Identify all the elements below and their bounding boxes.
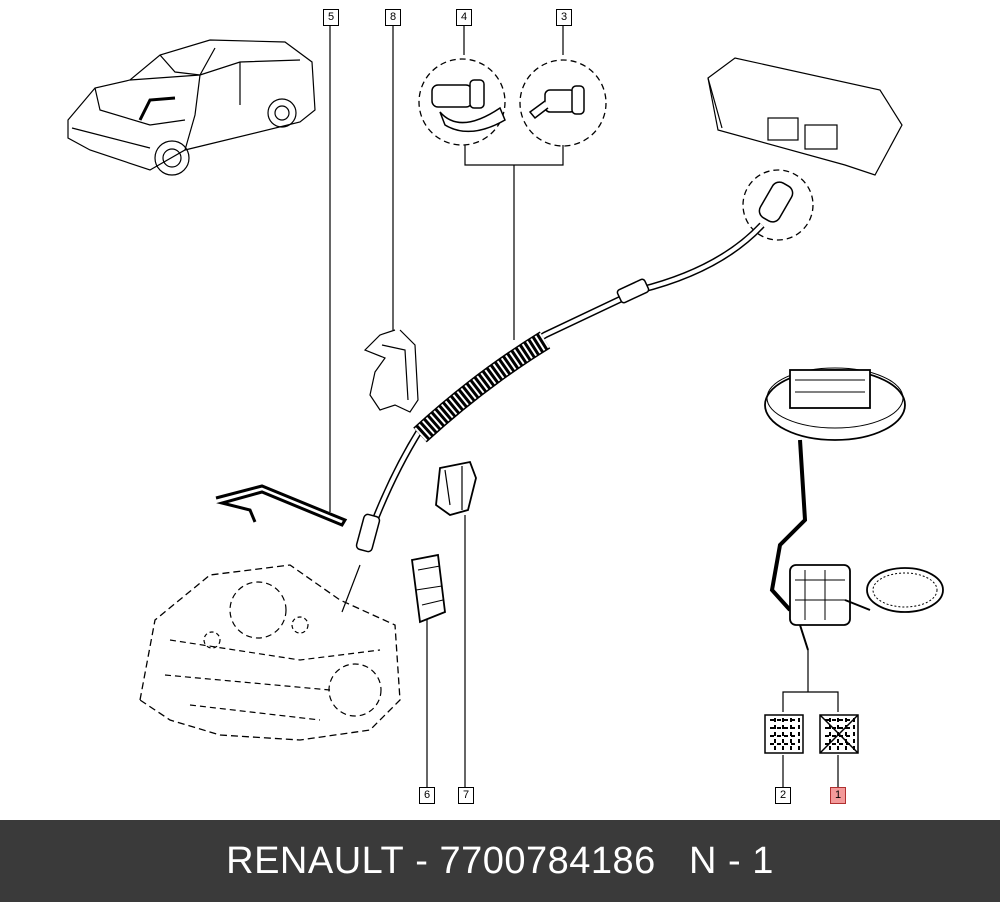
gasket-part-1: [819, 714, 859, 754]
clip-part-7: [435, 460, 477, 516]
car-illustration: [67, 39, 316, 176]
callout-4[interactable]: 4: [456, 9, 472, 26]
detail-view-3: [519, 59, 607, 147]
part-info-footer: RENAULT - 7700784186 N - 1: [0, 820, 1000, 902]
detail-view-4: [418, 58, 506, 146]
brand-name: RENAULT: [226, 839, 405, 882]
gearbox-outline: [139, 564, 401, 741]
callout-5[interactable]: 5: [323, 9, 339, 26]
gasket-part-2: [764, 714, 804, 754]
speedometer-cable: [355, 222, 765, 553]
separator: -: [415, 839, 429, 882]
callout-2[interactable]: 2: [775, 787, 791, 804]
sleeve-part-6: [410, 553, 446, 624]
callout-7[interactable]: 7: [458, 787, 474, 804]
bracket-part-5: [215, 484, 348, 527]
part-number: 7700784186: [439, 839, 656, 882]
leader-lines: [329, 25, 839, 787]
fuel-sender-unit: [764, 367, 944, 651]
callout-8[interactable]: 8: [385, 9, 401, 26]
diagram-position: N - 1: [689, 839, 774, 882]
parts-diagram: [67, 25, 944, 787]
instrument-cluster: [707, 57, 903, 241]
callout-3[interactable]: 3: [556, 9, 572, 26]
callout-1-highlighted[interactable]: 1: [830, 787, 846, 804]
callout-6[interactable]: 6: [419, 787, 435, 804]
clip-part-8: [363, 329, 419, 413]
